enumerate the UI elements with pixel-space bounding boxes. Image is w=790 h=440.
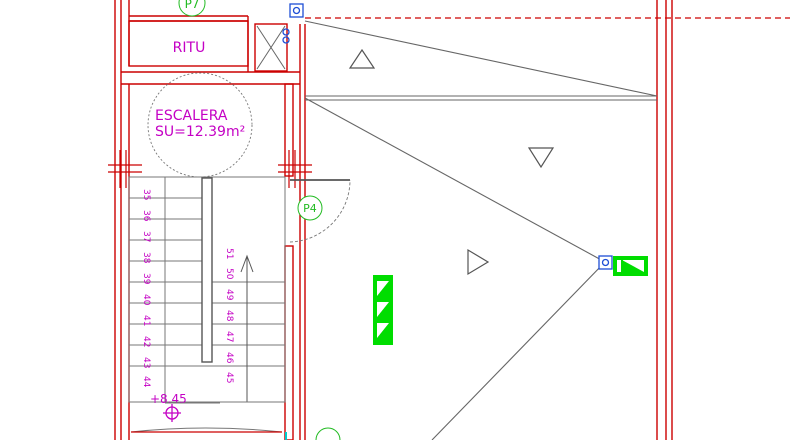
- room-label-ritu: RITU: [173, 40, 206, 56]
- slope-arrow-right: [467, 248, 490, 276]
- step-number: 36: [141, 210, 151, 222]
- step-number: 51: [224, 248, 234, 259]
- direction-triangles: [348, 48, 555, 276]
- walls: [114, 0, 673, 440]
- step-number: 50: [224, 268, 234, 280]
- outlet-marker-shaft-a: [282, 28, 290, 36]
- step-numbers-left: 35 36 37 38 39 40 41 42 43 44: [141, 189, 151, 388]
- stair-title: ESCALERA: [155, 108, 228, 124]
- level-target-icon: [163, 404, 181, 422]
- outlet-marker-shaft-b: [282, 36, 290, 44]
- stair-area: SU=12.39m²: [155, 124, 245, 140]
- outlet-marker-right: [598, 255, 613, 270]
- step-number: 43: [141, 357, 151, 368]
- door-swing-arc: [289, 179, 351, 243]
- stair-direction-arrow: [240, 254, 254, 273]
- step-number: 46: [224, 352, 234, 364]
- door-p-bottom: [315, 427, 341, 440]
- step-number: 41: [141, 315, 151, 326]
- column-markers: [108, 150, 312, 188]
- step-number: 47: [224, 331, 234, 342]
- step-number: 38: [141, 252, 151, 264]
- stair-handrail: [201, 177, 213, 363]
- door-label-stair: P4: [303, 202, 317, 215]
- step-number: 48: [224, 310, 234, 322]
- stair-landing-arc: [130, 427, 283, 433]
- step-number: 49: [224, 289, 234, 301]
- shaft-cross: [256, 25, 286, 70]
- step-number: 45: [224, 372, 234, 383]
- level-mark: +8.45: [150, 392, 187, 406]
- slope-arrow-up: [348, 48, 376, 69]
- door-p7: P7: [178, 0, 206, 17]
- step-number: 37: [141, 231, 151, 242]
- step-numbers-right: 51 50 49 48 47 46 45: [224, 248, 234, 383]
- slope-arrow-down: [527, 147, 555, 169]
- stair: [128, 72, 286, 433]
- step-number: 35: [141, 189, 151, 200]
- door-label-top: P7: [185, 0, 200, 11]
- green-symbol-horizontal: [613, 256, 648, 276]
- step-number: 39: [141, 273, 151, 285]
- step-number: 40: [141, 294, 151, 306]
- door-p4: P4: [289, 179, 351, 243]
- slope-lines: [304, 20, 658, 440]
- step-number: 44: [141, 376, 151, 388]
- stair-outline: [128, 176, 286, 403]
- green-symbol-vertical: [373, 275, 393, 345]
- step-number: 42: [141, 336, 151, 347]
- outlet-marker-top: [289, 3, 304, 18]
- outlet-markers: [282, 3, 613, 270]
